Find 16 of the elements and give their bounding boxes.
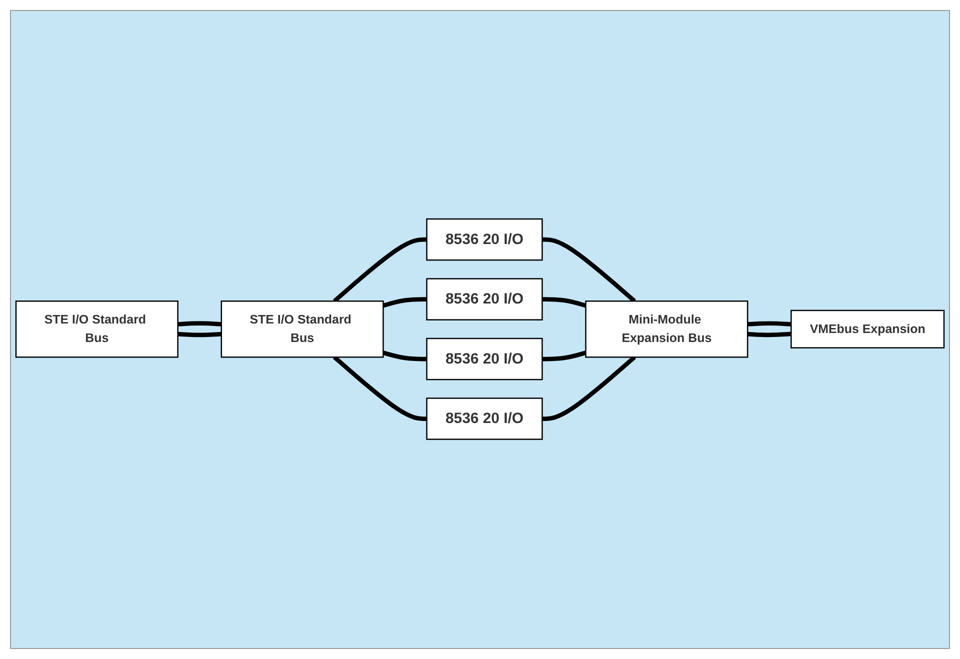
connector: [542, 350, 586, 362]
node-box: Mini-Module Expansion Bus: [585, 300, 748, 358]
node-box: 8536 20 I/O: [426, 398, 543, 440]
node-box: 8536 20 I/O: [426, 338, 543, 381]
connector: [382, 350, 427, 362]
connector: [542, 297, 586, 308]
connector: [382, 297, 427, 308]
node-box: 8536 20 I/O: [426, 278, 543, 321]
connector: [747, 332, 792, 338]
connector: [178, 332, 222, 338]
node-box: VMEbus Expansion: [790, 310, 945, 349]
node-box: STE I/O Standard Bus: [15, 300, 178, 358]
node-box: 8536 20 I/O: [426, 218, 543, 262]
node-box: STE I/O Standard Bus: [220, 300, 384, 358]
connector: [178, 322, 222, 327]
connector: [747, 322, 792, 327]
